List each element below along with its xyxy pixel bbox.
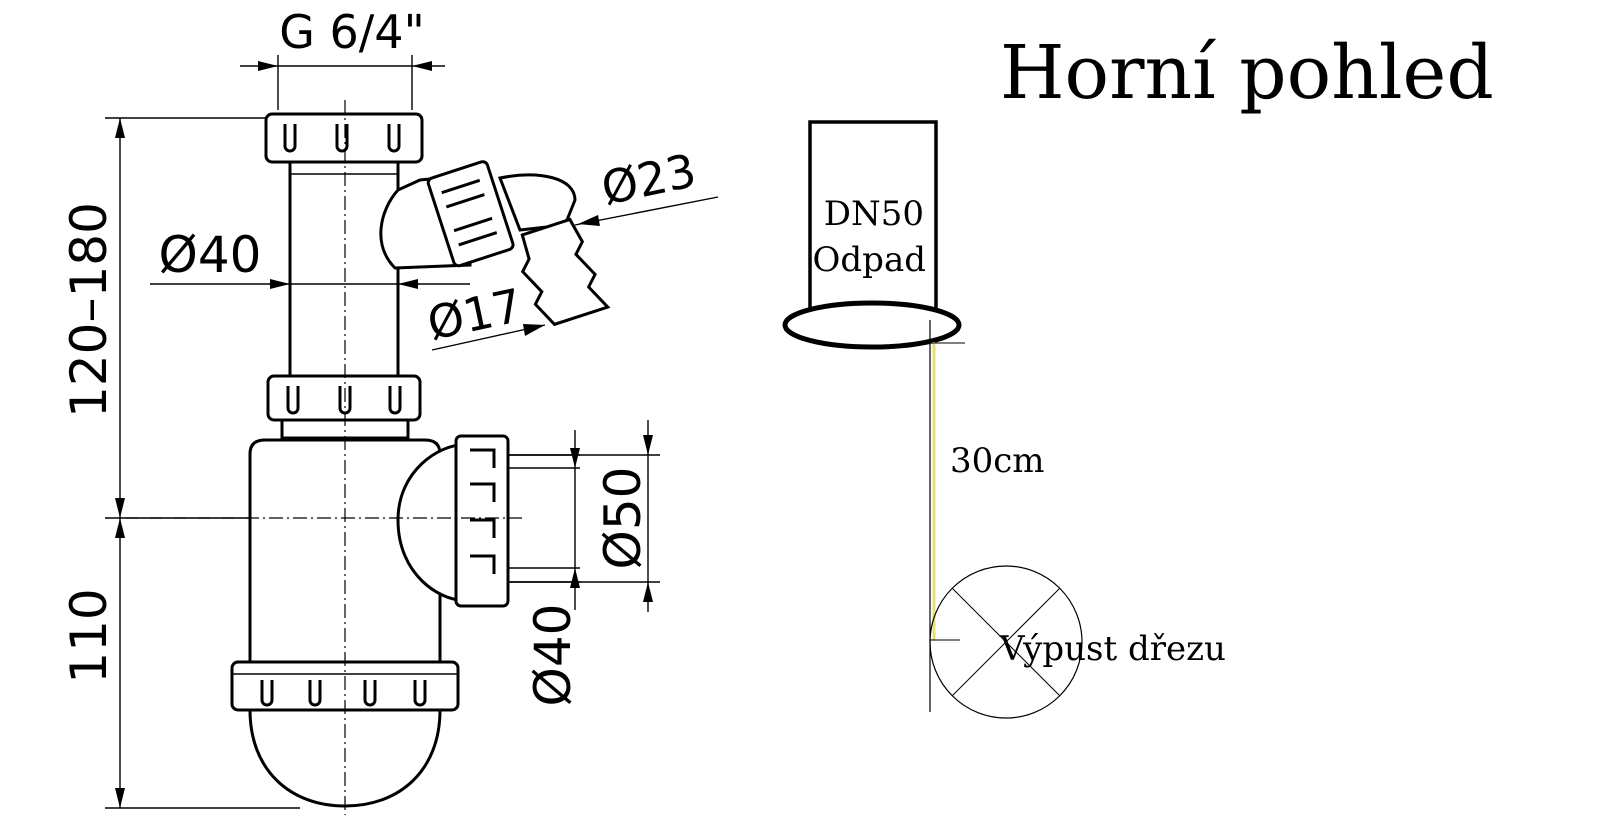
outlet-inner-label: Ø40 [524, 604, 582, 707]
hose-outer-label: Ø23 [597, 143, 701, 216]
arrow-head [643, 435, 653, 455]
hose-elbow [497, 173, 577, 232]
arrow-head [115, 118, 125, 138]
vertical-tube [288, 160, 400, 378]
arrow-head [570, 568, 580, 588]
outlet-outer-label: Ø50 [594, 467, 652, 570]
height-lower-label: 110 [60, 588, 118, 683]
top-view-title: Horní pohled [1000, 30, 1494, 116]
hose-inner-label: Ø17 [423, 278, 527, 351]
pipe-diameter-label: Ø40 [159, 226, 262, 284]
sink-drain-label: Výpust dřezu [999, 629, 1226, 669]
sink-drain-circle [929, 565, 1083, 719]
arrow-head [412, 61, 432, 71]
side-nut [426, 160, 515, 268]
arrow-head [643, 582, 653, 602]
arrow-head [570, 448, 580, 468]
pipe-size-label: DN50 [824, 194, 924, 234]
siphon-drawing: 120–180 110 G 6/4" Ø40 Ø23 [60, 5, 719, 815]
arrow-head [270, 279, 290, 289]
height-upper-label: 120–180 [60, 202, 118, 418]
hose-nozzle [520, 217, 611, 327]
outlet-nut-grooves [470, 448, 496, 574]
thread-label: G 6/4" [279, 5, 424, 59]
arrow-head [115, 498, 125, 518]
arrow-head [398, 279, 418, 289]
top-view: Horní pohled DN50 Odpad 30cm Výpust dřez… [782, 30, 1494, 719]
arrow-head [523, 324, 545, 336]
waste-pipe-opening [782, 300, 962, 350]
sink-drain-cross [951, 587, 1061, 697]
arrow-head [115, 518, 125, 538]
waste-pipe [808, 120, 938, 310]
top-nut-grooves [283, 124, 401, 153]
bottom-nut-grooves [260, 680, 427, 707]
distance-label: 30cm [950, 441, 1045, 481]
pipe-name-label: Odpad [813, 240, 926, 280]
arrow-head [258, 61, 278, 71]
arrow-head [578, 215, 600, 226]
arrow-head [115, 788, 125, 808]
